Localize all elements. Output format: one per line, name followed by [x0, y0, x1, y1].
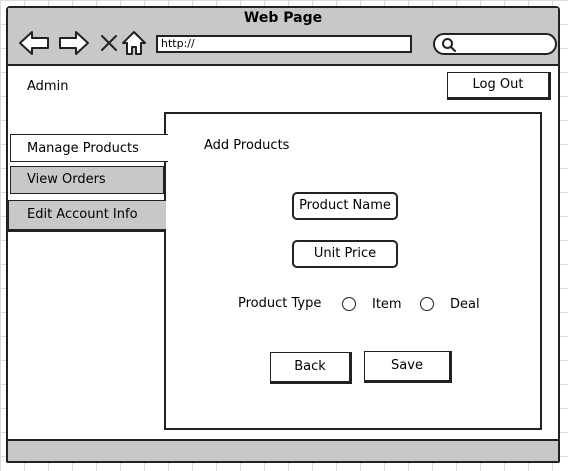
page-title: Add Products [204, 138, 290, 153]
close-x-icon[interactable] [100, 34, 118, 52]
browser-titlebar: Web Page http:// [8, 8, 558, 66]
tab-view-orders[interactable]: View Orders [10, 166, 164, 194]
home-icon[interactable] [121, 30, 147, 56]
status-bar [8, 439, 558, 461]
product-name-field[interactable]: Product Name [292, 192, 398, 220]
back-button[interactable]: Back [270, 352, 352, 384]
back-arrow-icon[interactable] [18, 30, 50, 56]
window-title: Web Page [243, 10, 323, 26]
deal-radio[interactable] [420, 297, 434, 311]
deal-radio-label[interactable]: Deal [450, 297, 480, 312]
product-type-label: Product Type [238, 296, 322, 311]
item-radio-label[interactable]: Item [372, 297, 402, 312]
tab-manage-products[interactable]: Manage Products [10, 134, 168, 162]
url-input[interactable]: http:// [156, 35, 412, 53]
content-panel [164, 112, 542, 430]
logout-button[interactable]: Log Out [447, 72, 551, 100]
item-radio[interactable] [342, 297, 356, 311]
unit-price-field[interactable]: Unit Price [292, 240, 398, 268]
forward-arrow-icon[interactable] [58, 30, 90, 56]
search-icon [442, 38, 456, 52]
user-label: Admin [27, 79, 69, 94]
save-button[interactable]: Save [364, 351, 452, 383]
search-input[interactable] [433, 33, 557, 55]
tab-edit-account-info[interactable]: Edit Account Info [8, 200, 166, 232]
